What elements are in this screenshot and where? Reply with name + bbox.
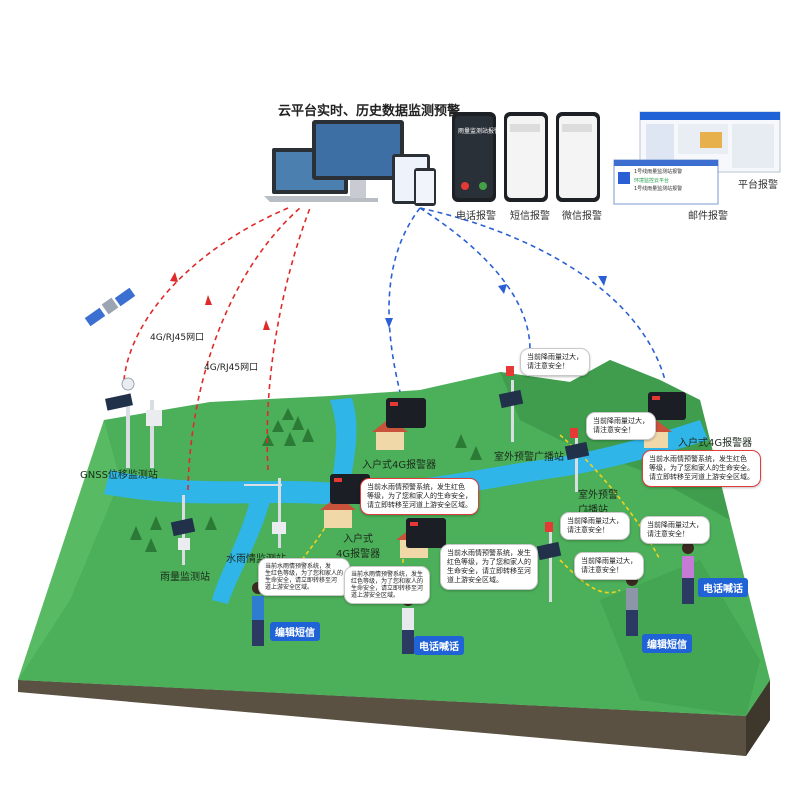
channel-email-label: 邮件报警: [688, 211, 728, 222]
rain-warning-bubble-4: 当前降雨量过大，请注意安全！: [640, 516, 710, 544]
rain-warning-bubble-3: 当前降雨量过大，请注意安全！: [560, 512, 630, 540]
gnss-station-label: GNSS位移监测站: [80, 470, 158, 481]
home-alarm-label-3: 入户式4G报警器: [678, 438, 753, 449]
outdoor-broadcast-label-1: 室外预警广播站: [494, 452, 564, 463]
email-popup-title: 1号线雨量监测站报警: [634, 169, 683, 175]
sms-bubble-1: 当前水雨情预警系统，发生红色等级，为了您和家人的生命安全，请立即转移至河道上游安…: [258, 558, 351, 596]
uplink-arrows: [170, 272, 270, 330]
devices-group: [264, 120, 436, 206]
rain-warning-bubble-5: 当前降雨量过大，请注意安全！: [574, 552, 644, 580]
satellite-icon: [84, 287, 136, 327]
channel-wechat-label: 微信报警: [562, 211, 602, 222]
rain-warning-bubble-2: 当前降雨量过大，请注意安全！: [586, 412, 656, 440]
channel-sms-label: 短信报警: [510, 211, 550, 222]
outdoor-broadcast-label-2: 室外预警 广播站: [578, 490, 618, 516]
edit-sms-button-1[interactable]: 编辑短信: [270, 622, 320, 641]
river: [104, 398, 708, 604]
rain-station-label: 雨量监测站: [160, 572, 210, 583]
flood-warning-bubble-1: 当前水雨情预警系统，发生红色等级，为了您和家人的生命安全，请立即转移至河道上游安…: [360, 478, 479, 515]
rain-station: [170, 495, 196, 565]
email-popup-line1: 环境监控云平台: [634, 178, 670, 184]
home-alarm-label-2: 入户式 4G报警器: [336, 534, 381, 560]
home-alarm-label-1: 入户式4G报警器: [362, 460, 437, 471]
phone-sms: [504, 112, 548, 202]
hydro-station-label: 水雨情监测站: [226, 554, 286, 565]
downlink-arrows: [385, 276, 607, 328]
phone-call: [452, 112, 496, 202]
alarm-device-3: [406, 518, 446, 548]
phone-screen-text: 雨量监测站报警: [458, 128, 501, 135]
channel-phone-label: 电话报警: [456, 211, 496, 222]
rain-warning-bubble-1: 当前降雨量过大，请注意安全！: [520, 348, 590, 376]
alarm-device-1: [386, 398, 426, 428]
phone-wechat: [556, 112, 600, 202]
person-call-2: [682, 542, 694, 604]
email-popup: [613, 159, 719, 205]
network-label-1: 4G/RJ45网口: [150, 333, 205, 343]
edit-sms-button-2[interactable]: 编辑短信: [642, 634, 692, 653]
call-bubble-1: 当前水雨情预警系统，发生红色等级，为了您和家人的生命安全，请立即转移至河道上游安…: [344, 566, 431, 604]
outdoor-broadcast-3: [536, 522, 562, 602]
person-sms-1: [252, 582, 264, 646]
network-label-2: 4G/RJ45网口: [204, 363, 259, 373]
outdoor-broadcast-2: [564, 428, 590, 492]
flood-warning-bubble-3: 当前水雨情预警系统，发生红色等级，为了您和家人的生命安全。请立即转移至河道上游安…: [642, 450, 761, 487]
phone-shout-button-2[interactable]: 电话喊话: [698, 578, 748, 597]
gnss-station: [105, 377, 162, 468]
channel-platform-label: 平台报警: [738, 180, 778, 191]
outdoor-broadcast-1: [498, 366, 524, 442]
hydro-station: [244, 478, 286, 548]
phone-shout-button-1[interactable]: 电话喊话: [414, 636, 464, 655]
email-popup-line2: 1号线雨量监测站报警: [634, 186, 683, 192]
uplink-lines: [123, 207, 311, 491]
flood-warning-bubble-2: 当前水雨情预警系统，发生红色等级，为了您和家人的生命安全，请立即转移至河道上游安…: [440, 544, 538, 590]
page-title: 云平台实时、历史数据监测预警: [278, 104, 461, 119]
person-sms-2: [626, 574, 638, 636]
alarm-device-4: [648, 392, 686, 420]
downlink-lines: [388, 207, 666, 393]
